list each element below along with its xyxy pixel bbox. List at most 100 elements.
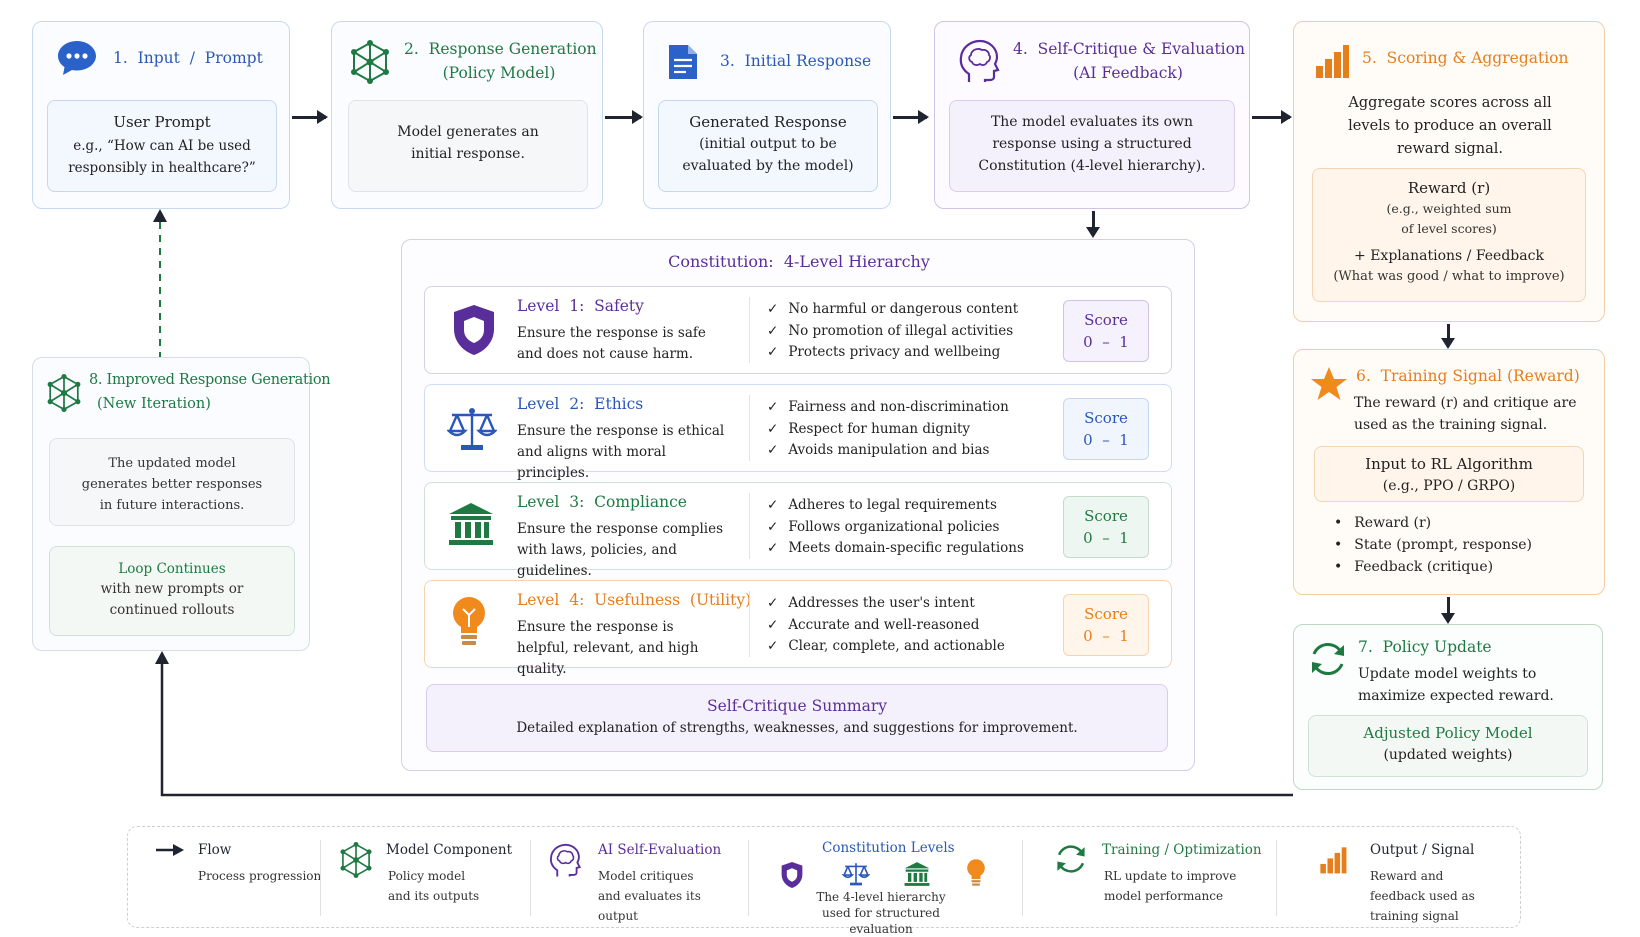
level-2-title: Level 2: Ethics: [517, 395, 644, 413]
legend-model-title: Model Component: [386, 842, 513, 858]
level-1-row: Level 1: Safety Ensure the response is s…: [424, 286, 1172, 374]
step8-title-line1: 8. Improved Response Generation: [89, 372, 331, 388]
legend-divider: [530, 840, 531, 916]
level-1-checks: No harmful or dangerous content No promo…: [767, 299, 1018, 364]
level-2-score: Score 0 – 1: [1063, 398, 1149, 460]
lightbulb-icon: [453, 597, 485, 645]
step2-inner: Model generates an initial response.: [348, 100, 588, 192]
step6-title: 6. Training Signal (Reward): [1356, 367, 1580, 385]
level-3-score: Score 0 – 1: [1063, 496, 1149, 558]
check-item: Adheres to legal requirements: [767, 495, 1024, 517]
check-item: Protects privacy and wellbeing: [767, 342, 1018, 364]
rl-input-box: Input to RL Algorithm (e.g., PPO / GRPO): [1314, 446, 1584, 502]
network-icon: [351, 40, 389, 84]
reward-title: Reward (r): [1407, 179, 1491, 197]
summary-text: Detailed explanation of strengths, weakn…: [516, 720, 1078, 736]
step7-text: Update model weights to maximize expecte…: [1358, 666, 1554, 704]
legend-output-title: Output / Signal: [1370, 842, 1475, 858]
level-4-score: Score 0 – 1: [1063, 594, 1149, 656]
loop-text: with new prompts or continued rollouts: [100, 581, 244, 618]
flow-arrow-4-5: [1252, 111, 1292, 123]
scales-icon: [447, 408, 497, 450]
level-4-title: Level 4: Usefulness (Utility): [517, 591, 752, 609]
level-2-row: Level 2: Ethics Ensure the response is e…: [424, 384, 1172, 481]
step6-text: The reward (r) and critique are used as …: [1354, 395, 1577, 433]
network-icon: [47, 374, 81, 412]
step4-title-line1: 4. Self-Critique & Evaluation: [1013, 40, 1245, 58]
user-prompt-example: e.g., “How can AI be used responsibly in…: [68, 138, 256, 176]
chat-bubble-icon: [58, 41, 96, 75]
level-4-checks: Addresses the user's intent Accurate and…: [767, 593, 1005, 658]
dashed-loop-arrow: [153, 209, 167, 358]
step5-text: Aggregate scores across all levels to pr…: [1348, 95, 1552, 157]
step2-card: 2. Response Generation (Policy Model) Mo…: [331, 21, 603, 209]
step4-inner: The model evaluates its own response usi…: [949, 100, 1235, 192]
level-1-desc: Ensure the response is safe and does not…: [517, 325, 706, 362]
step2-title-line2: (Policy Model): [442, 64, 556, 82]
step7-card: 7. Policy Update Update model weights to…: [1293, 624, 1603, 790]
constitution-title: Constitution: 4-Level Hierarchy: [668, 252, 930, 271]
check-item: Fairness and non-discrimination: [767, 397, 1009, 419]
generated-response-box: Generated Response (initial output to be…: [658, 100, 878, 192]
step8-card: 8. Improved Response Generation (New Ite…: [32, 357, 331, 651]
adjusted-policy-box: Adjusted Policy Model (updated weights): [1308, 715, 1588, 777]
legend-training-text: RL update to improve model performance: [1104, 869, 1237, 903]
legend-flow-title: Flow: [198, 842, 232, 858]
check-item: Avoids manipulation and bias: [767, 440, 1009, 462]
shield-icon: [454, 305, 494, 355]
user-prompt-box: User Prompt e.g., “How can AI be used re…: [47, 100, 277, 192]
check-item: No harmful or dangerous content: [767, 299, 1018, 321]
level-2-desc: Ensure the response is ethical and align…: [517, 423, 725, 481]
check-item: Addresses the user's intent: [767, 593, 1005, 615]
reward-box: Reward (r) (e.g., weighted sum of level …: [1312, 168, 1586, 302]
level-divider: [749, 297, 750, 363]
level-divider: [749, 591, 750, 657]
brain-head-icon: [550, 843, 582, 877]
self-critique-summary: Self-Critique Summary Detailed explanati…: [426, 684, 1168, 752]
level-1-score: Score 0 – 1: [1063, 300, 1149, 362]
scales-icon: [842, 863, 870, 886]
explain-text: (What was good / what to improve): [1333, 269, 1565, 284]
legend-divider: [1276, 840, 1277, 916]
legend-flow-text: Process progression: [198, 869, 322, 883]
step1-title: 1. Input / Prompt: [113, 49, 263, 67]
legend-panel: [127, 826, 1521, 928]
score-label: Score: [1084, 605, 1128, 623]
bar-chart-icon: [1320, 847, 1347, 874]
user-prompt-title: User Prompt: [113, 113, 211, 131]
lightbulb-icon: [967, 859, 985, 886]
level-divider: [749, 395, 750, 461]
check-item: Clear, complete, and actionable: [767, 636, 1005, 658]
step8-title-line2: (New Iteration): [97, 396, 211, 412]
step8-title: 8. Improved Response Generation (New Ite…: [89, 368, 331, 416]
level-divider: [749, 493, 750, 559]
loop-title: Loop Continues: [118, 561, 226, 577]
check-item: No promotion of illegal activities: [767, 321, 1018, 343]
step6-bullet: Reward (r): [1334, 512, 1532, 534]
shield-icon: [781, 862, 803, 888]
loop-continues-box: Loop Continues with new prompts or conti…: [49, 546, 295, 636]
flow-arrow-5-6: [1442, 324, 1454, 349]
generated-response-title: Generated Response: [689, 113, 847, 131]
network-icon: [340, 842, 372, 878]
level-1-title: Level 1: Safety: [517, 297, 644, 315]
step8-inner-text: The updated model generates better respo…: [81, 456, 263, 513]
refresh-icon: [1312, 642, 1344, 676]
summary-title: Self-Critique Summary: [707, 697, 887, 715]
legend-divider: [320, 840, 321, 916]
level-3-desc: Ensure the response complies with laws, …: [517, 521, 724, 579]
score-label: Score: [1084, 409, 1128, 427]
level-4-desc: Ensure the response is helpful, relevant…: [517, 619, 699, 677]
refresh-icon: [1057, 845, 1085, 873]
step2-title-line1: 2. Response Generation: [404, 40, 597, 58]
building-icon: [904, 862, 930, 886]
legend-levels-text: The 4-level hierarchy used for structure…: [816, 890, 946, 936]
step2-inner-text: Model generates an initial response.: [397, 124, 539, 162]
score-range: 0 – 1: [1083, 627, 1129, 645]
score-label: Score: [1084, 507, 1128, 525]
step3-title: 3. Initial Response: [720, 52, 872, 70]
flow-arrow-6-7: [1442, 597, 1454, 624]
score-range: 0 – 1: [1083, 431, 1129, 449]
legend-model-text: Policy model and its outputs: [388, 869, 480, 903]
step1-card: 1. Input / Prompt User Prompt e.g., “How…: [32, 21, 290, 209]
